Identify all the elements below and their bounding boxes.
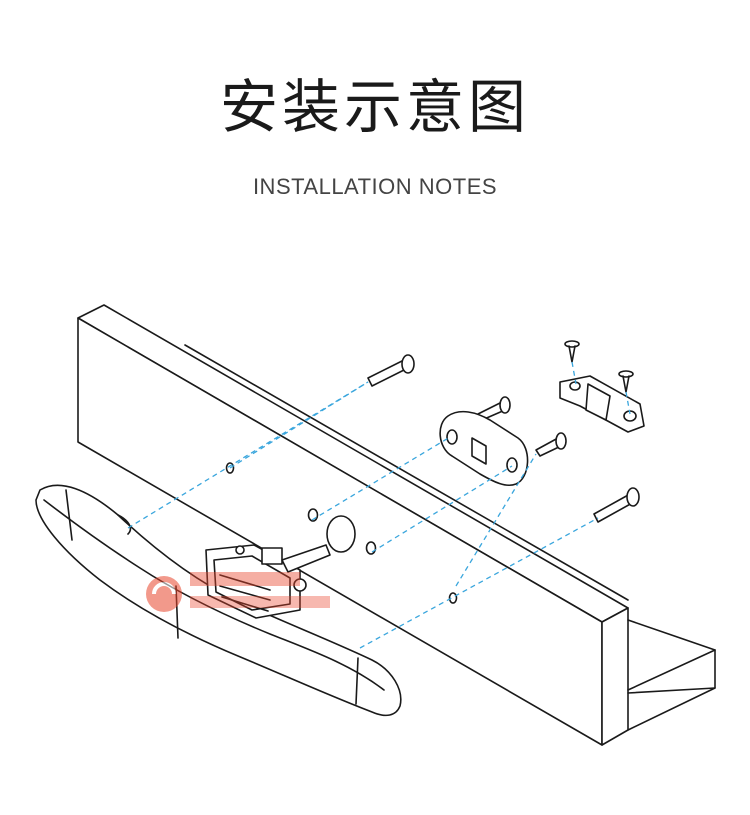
screw-plate [477,396,511,421]
page-title: 安装示意图 [219,73,530,141]
mounting-plate [439,410,529,487]
lock-body [205,544,331,619]
screw-middle-right [535,432,567,457]
screw-small-2 [618,370,634,393]
page-subtitle: INSTALLATION NOTES [252,174,498,199]
screw-small-1 [564,340,580,363]
alignment-guides [127,361,631,649]
screw-bottom-right [593,487,640,523]
frame-board [77,304,716,746]
strike-block [559,375,645,433]
watermark-logo [146,572,330,612]
screw-top-left [367,354,415,387]
